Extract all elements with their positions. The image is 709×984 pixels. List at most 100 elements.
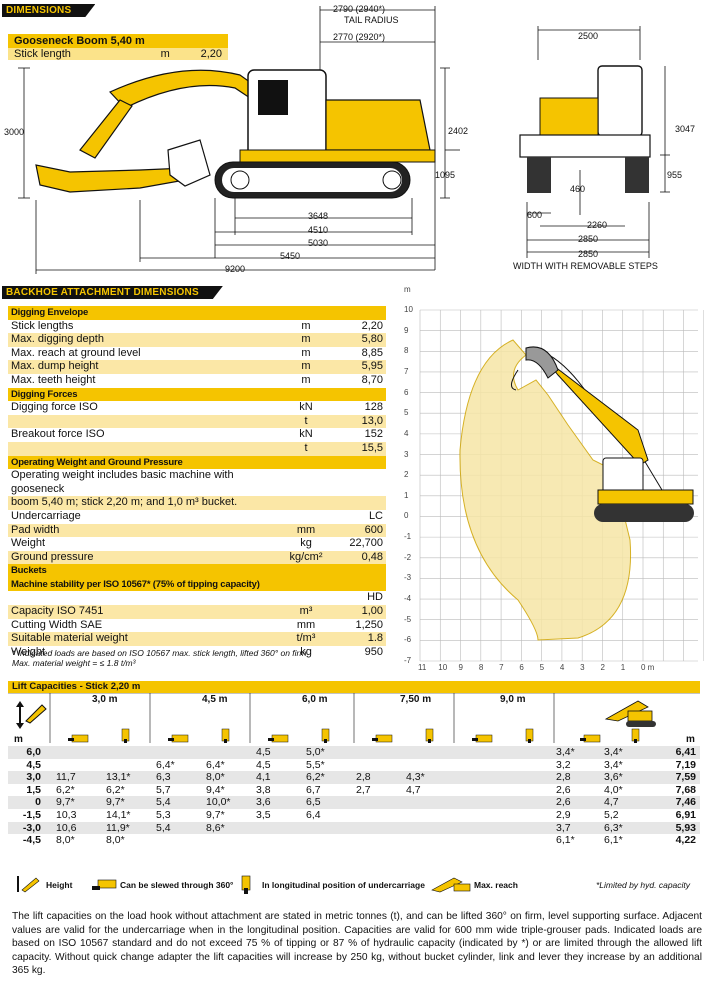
dim-2402: 2402 (448, 126, 469, 136)
lift-cell (404, 821, 454, 835)
legend-max-reach-icon (431, 877, 471, 893)
longitudinal-load-icon (631, 728, 640, 743)
backhoe-unit: mm (296, 618, 316, 631)
boom-shape (35, 69, 276, 193)
lift-capacity-paragraph: The lift capacities on the load hook wit… (12, 911, 702, 976)
backhoe-section-label: Operating Weight and Ground Pressure (8, 455, 386, 470)
lift-cell (154, 834, 204, 847)
lift-cell: 4,7 (406, 783, 421, 796)
lift-cell (304, 821, 354, 835)
dim-600: 600 (527, 210, 543, 220)
legend-max-reach: Max. reach (474, 880, 518, 890)
lift-cell: 6,4* (156, 758, 175, 771)
backhoe-label (8, 591, 278, 605)
backhoe-label: Suitable material weight (8, 632, 278, 646)
lift-spacer (46, 759, 54, 772)
backhoe-note-2: Max. material weight = ≤ 1.8 t/m³ (12, 658, 136, 668)
lift-cell: 6,5 (304, 796, 354, 809)
backhoe-value: 5,95 (334, 360, 386, 374)
chart-y-tick: -1 (404, 532, 412, 542)
boom-info-box: Gooseneck Boom 5,40 m Stick length m 2,2… (8, 34, 228, 60)
dim-2770: 2770 (2920*) (333, 32, 386, 42)
lift-cell (354, 759, 404, 772)
backhoe-value: 5,80 (334, 333, 386, 347)
lift-cell: 3,5 (256, 808, 271, 821)
lift-cell (354, 796, 404, 809)
dim-3000: 3000 (4, 127, 25, 137)
lift-cell: 2,8 (354, 771, 404, 784)
backhoe-label: Max. teeth height (11, 373, 96, 386)
lift-legend-icons (17, 875, 471, 894)
lift-max-reach-cell: 5,2 (604, 808, 619, 821)
lift-max-reach-cell: 3,4* (554, 746, 602, 759)
backhoe-label: Operating weight includes basic machine … (11, 469, 234, 495)
slewed-load-icon (68, 734, 89, 743)
lift-cell (104, 759, 154, 772)
lift-cell: 11,7 (54, 771, 104, 784)
longitudinal-load-icon (525, 728, 534, 743)
lift-cell: 5,5* (306, 758, 325, 771)
lift-cell (204, 834, 254, 847)
backhoe-row: HD (8, 591, 386, 605)
lift-cell (354, 821, 404, 835)
dim-tail-radius-label: TAIL RADIUS (344, 15, 399, 25)
lift-cell: 10,3 (56, 808, 77, 821)
boom-title: Gooseneck Boom 5,40 m (8, 34, 228, 48)
lift-cell (54, 759, 104, 772)
dim-5450: 5450 (280, 251, 301, 261)
lift-cell (454, 821, 504, 835)
lift-cell: 6,3 (154, 771, 204, 784)
chart-y-tick: 7 (404, 366, 409, 376)
lift-cell: 3,8 (256, 783, 271, 796)
lift-cell: 2,7 (356, 783, 371, 796)
legend-height-icon (17, 876, 40, 893)
lift-cell (54, 746, 104, 759)
lift-height: 6,0 (8, 746, 46, 759)
lift-cell: 4,5 (256, 758, 271, 771)
chart-bucket-shape (525, 346, 559, 379)
chart-x-tick: 9 (458, 663, 463, 672)
lift-cell: 4,5 (254, 746, 304, 759)
dim-2850-b: 2850 (578, 249, 599, 259)
chart-y-tick: 4 (404, 428, 409, 438)
backhoe-section-label: Machine stability per ISO 10567* (75% of… (8, 577, 386, 592)
lift-cell (204, 746, 254, 759)
lift-spacer (46, 746, 54, 759)
slewed-load-icon (580, 734, 601, 743)
lift-cell (454, 759, 504, 772)
backhoe-unit: m³ (278, 605, 334, 619)
chart-x-tick: 6 (519, 663, 524, 672)
chart-y-tick: 8 (404, 346, 409, 356)
lift-cell (254, 821, 304, 835)
backhoe-label: Weight (11, 537, 46, 550)
lift-cell: 5,4 (154, 796, 204, 809)
chart-y-tick: 1 (404, 490, 409, 500)
backhoe-value: 152 (364, 428, 383, 441)
lift-cell: 8,0* (56, 834, 75, 847)
backhoe-value: 0,48 (334, 550, 386, 565)
chart-y-tick: 6 (404, 387, 409, 397)
backhoe-row: Operating weight includes basic machine … (8, 469, 386, 496)
lift-cell (504, 746, 554, 759)
backhoe-unit: kN (299, 428, 313, 441)
dim-2850-a: 2850 (578, 234, 599, 244)
lift-cell (504, 809, 554, 822)
slewed-load-icon (472, 734, 493, 743)
lift-cell (354, 809, 404, 822)
backhoe-section-label: Digging Envelope (8, 306, 386, 320)
dimensions-heading: DIMENSIONS (2, 4, 95, 17)
lift-max-reach-distance: 4,22 (675, 834, 696, 847)
chart-x-tick: 3 (580, 663, 585, 672)
dim-2260: 2260 (587, 220, 608, 230)
